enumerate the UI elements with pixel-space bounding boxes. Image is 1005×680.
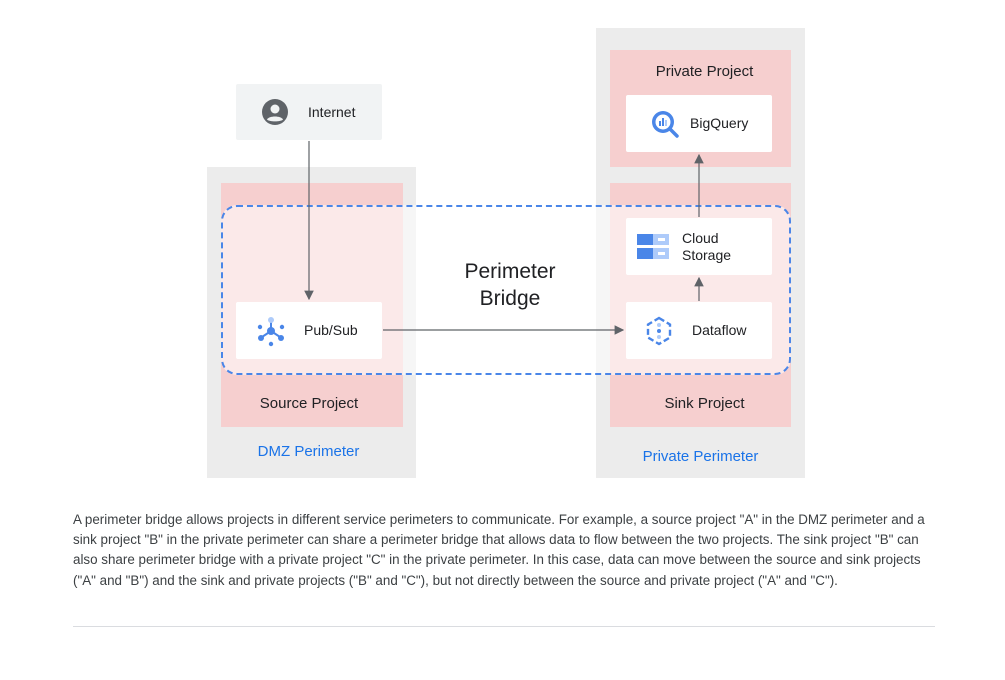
bridge-label-line2: Bridge (479, 287, 541, 310)
private-project-label: Private Project (655, 63, 754, 80)
cloud-storage-icon (636, 230, 670, 264)
perimeter-bridge-label: Perimeter Bridge (430, 258, 590, 312)
sink-project-label: Sink Project (664, 395, 745, 412)
dataflow-label: Dataflow (692, 322, 747, 338)
bigquery-icon (648, 107, 682, 141)
source-project-label: Source Project (259, 395, 359, 412)
private-perimeter-label: Private Perimeter (642, 448, 759, 465)
diagram-description: A perimeter bridge allows projects in di… (73, 512, 925, 588)
internet-node: Internet (236, 84, 382, 140)
dmz-perimeter-label: DMZ Perimeter (257, 443, 360, 460)
pubsub-label: Pub/Sub (304, 322, 358, 338)
internet-label: Internet (308, 103, 356, 120)
pubsub-icon (254, 314, 288, 348)
bridge-label-line1: Perimeter (464, 260, 556, 283)
cloud-storage-label: Cloud Storage (682, 230, 731, 264)
divider (73, 626, 935, 627)
pubsub-node: Pub/Sub (236, 302, 382, 359)
cloud-storage-line1: Cloud (682, 229, 719, 246)
cloud-storage-line2: Storage (682, 246, 732, 263)
bigquery-label: BigQuery (690, 115, 749, 131)
dataflow-node: Dataflow (626, 302, 772, 359)
bigquery-node: BigQuery (626, 95, 772, 152)
dataflow-icon (642, 314, 676, 348)
cloud-storage-node: Cloud Storage (626, 218, 772, 275)
user-icon (258, 95, 292, 129)
